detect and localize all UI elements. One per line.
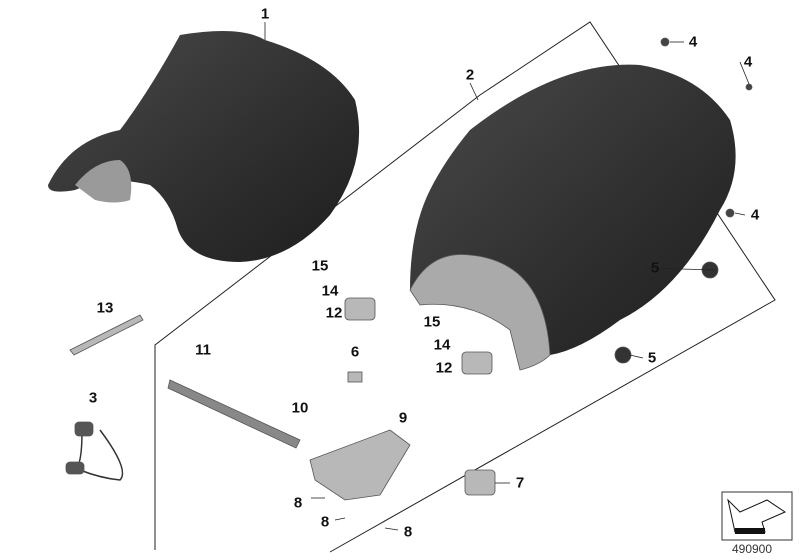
callout-3: 3 [88,389,98,407]
callout-12: 12 [435,359,453,377]
callout-2: 2 [465,66,475,84]
screw-4c [725,208,735,218]
callout-8: 8 [320,513,330,531]
callout-15: 15 [423,313,441,331]
bracket-12a [344,297,376,321]
switch-7 [464,469,496,496]
callout-10: 10 [291,399,309,417]
bracket-12b [461,351,493,375]
rider-seat [48,31,360,262]
assembly-frame [154,21,776,553]
direction-symbol [721,491,793,541]
strap-13 [69,314,144,356]
leader-lines [264,22,750,531]
callout-13: 13 [96,299,114,317]
screw-4a [660,37,670,47]
callout-14: 14 [321,282,339,300]
rubber-5b [614,346,632,364]
callout-5: 5 [650,259,660,277]
callout-4: 4 [688,33,698,51]
passenger-seat [409,64,736,371]
callout-4: 4 [750,206,760,224]
callout-6: 6 [350,343,360,361]
callout-8: 8 [403,523,413,541]
screw-4b [745,83,753,91]
callout-14: 14 [433,336,451,354]
clip-6 [347,371,363,383]
connector-3a [74,421,94,437]
callout-8: 8 [293,494,303,512]
callout-12: 12 [325,304,343,322]
callout-4: 4 [743,53,753,71]
diagram-code: 490900 [731,542,773,556]
lock-9 [309,429,411,501]
cable-11 [167,379,301,449]
callout-11: 11 [195,341,211,359]
callout-9: 9 [398,409,408,427]
connector-3b [65,461,85,475]
callout-15: 15 [311,257,329,275]
callout-7: 7 [515,474,525,492]
callout-1: 1 [260,5,270,23]
callout-5: 5 [647,349,657,367]
